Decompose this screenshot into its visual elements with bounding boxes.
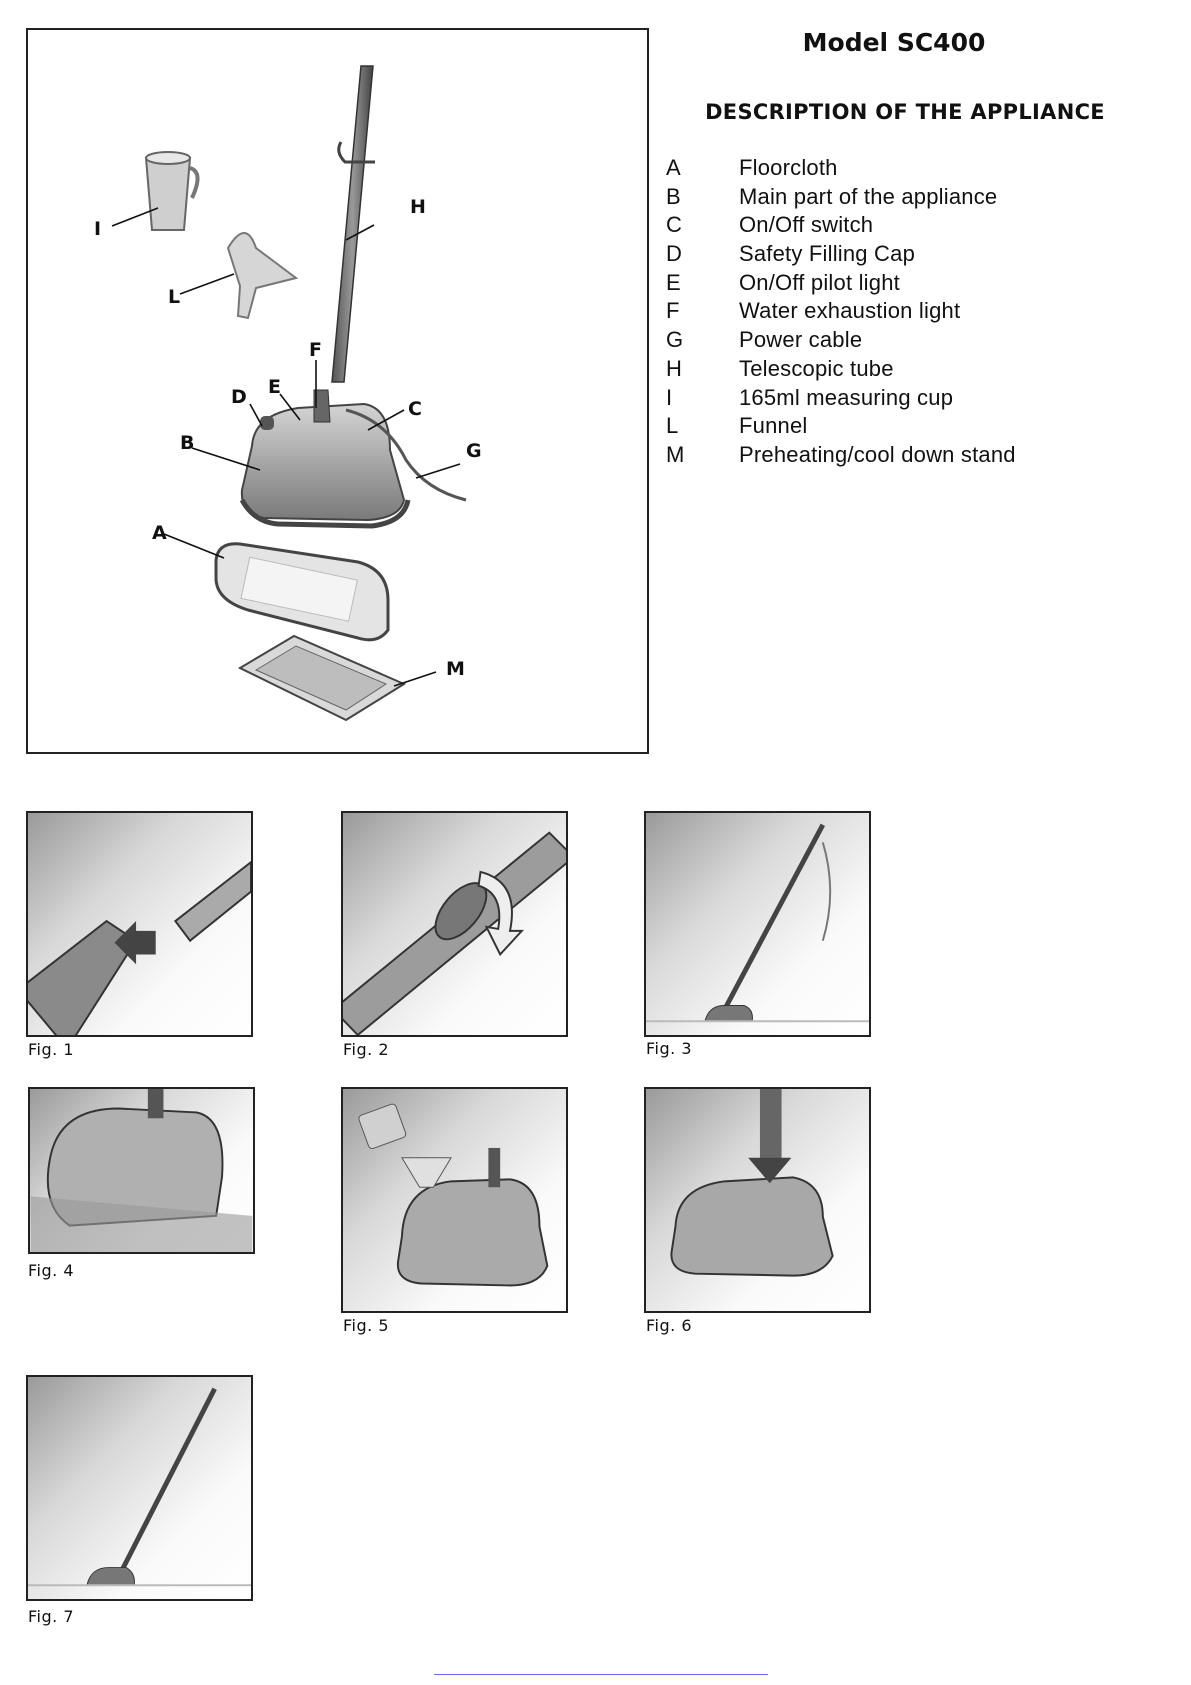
callout-C: C <box>408 398 422 420</box>
figure-6-image <box>644 1087 871 1313</box>
figure-1-drawing <box>28 860 251 1035</box>
part-description: Telescopic tube <box>739 355 894 381</box>
part-description: Floorcloth <box>739 155 838 180</box>
figure-4-caption: Fig. 4 <box>28 1261 74 1280</box>
funnel-illustration <box>226 232 299 320</box>
figure-6-drawing <box>670 1089 834 1277</box>
parts-list-item: C On/Off switch <box>666 212 1166 241</box>
figure-5-caption: Fig. 5 <box>343 1316 389 1335</box>
figure-7-drawing <box>28 1387 251 1587</box>
part-description: Preheating/cool down stand <box>739 441 1016 467</box>
part-key: F <box>666 298 680 324</box>
part-description: Funnel <box>739 413 808 439</box>
part-key: D <box>666 241 682 267</box>
part-description: On/Off switch <box>739 212 874 238</box>
part-description: Power cable <box>739 327 863 353</box>
figure-2-drawing <box>343 831 566 1035</box>
parts-list-item: M Preheating/cool down stand <box>666 442 1166 471</box>
callout-M: M <box>446 658 465 680</box>
callout-A: A <box>152 522 167 544</box>
parts-list-item: L Funnel <box>666 413 1166 442</box>
parts-list-item: G Power cable <box>666 327 1166 356</box>
figure-1-image <box>26 811 253 1037</box>
callout-G: G <box>466 440 482 462</box>
figure-3-drawing <box>646 823 869 1023</box>
part-key: G <box>666 327 684 353</box>
figure-4-drawing <box>30 1089 253 1252</box>
part-key: A <box>666 155 681 180</box>
callout-F: F <box>309 339 322 361</box>
parts-list-item: E On/Off pilot light <box>666 270 1166 299</box>
parts-list-item: F Water exhaustion light <box>666 298 1166 327</box>
parts-list-item: I 165ml measuring cup <box>666 385 1166 414</box>
main-body-illustration <box>239 389 467 529</box>
figure-3-image <box>644 811 871 1037</box>
figure-5-image <box>341 1087 568 1313</box>
part-key: B <box>666 183 681 209</box>
model-title: Model SC400 <box>802 28 986 57</box>
part-description: Water exhaustion light <box>739 298 961 324</box>
part-description: Main part of the appliance <box>739 183 998 209</box>
figure-6-caption: Fig. 6 <box>646 1316 692 1335</box>
callout-H: H <box>410 196 426 218</box>
parts-list-item: H Telescopic tube <box>666 356 1166 385</box>
callout-D: D <box>231 386 247 408</box>
part-key: M <box>666 441 685 467</box>
callout-E: E <box>268 376 281 398</box>
parts-list-item: B Main part of the appliance <box>666 184 1166 213</box>
figure-7-image <box>26 1375 253 1601</box>
part-description: Safety Filling Cap <box>739 241 916 267</box>
callout-L: L <box>168 286 181 308</box>
section-title: DESCRIPTION OF THE APPLIANCE <box>705 100 1105 124</box>
parts-list-item: D Safety Filling Cap <box>666 241 1166 270</box>
floorcloth-illustration <box>214 542 390 642</box>
figure-2-image <box>341 811 568 1037</box>
callout-B: B <box>180 432 195 454</box>
figure-4-image <box>28 1087 255 1254</box>
telescopic-tube-illustration <box>331 65 375 383</box>
appliance-diagram: I L H F D E C B G A M <box>26 28 649 754</box>
part-key: E <box>666 269 681 295</box>
parts-list-item: A Floorcloth <box>666 155 1166 184</box>
part-description: 165ml measuring cup <box>739 384 954 410</box>
figure-1-caption: Fig. 1 <box>28 1040 74 1059</box>
part-key: I <box>666 384 673 410</box>
callout-leader-lines <box>111 207 461 687</box>
part-key: H <box>666 355 682 381</box>
callout-I: I <box>94 218 102 240</box>
part-description: On/Off pilot light <box>739 269 900 295</box>
stand-illustration <box>237 634 407 722</box>
part-key: L <box>666 413 679 439</box>
footer-divider <box>434 1674 768 1675</box>
part-key: C <box>666 212 682 238</box>
figure-3-caption: Fig. 3 <box>646 1039 692 1058</box>
figure-5-drawing <box>358 1103 549 1287</box>
measuring-cup-illustration <box>144 151 200 231</box>
figure-7-caption: Fig. 7 <box>28 1607 74 1626</box>
figure-2-caption: Fig. 2 <box>343 1040 389 1059</box>
appliance-diagram-drawing <box>111 65 467 722</box>
